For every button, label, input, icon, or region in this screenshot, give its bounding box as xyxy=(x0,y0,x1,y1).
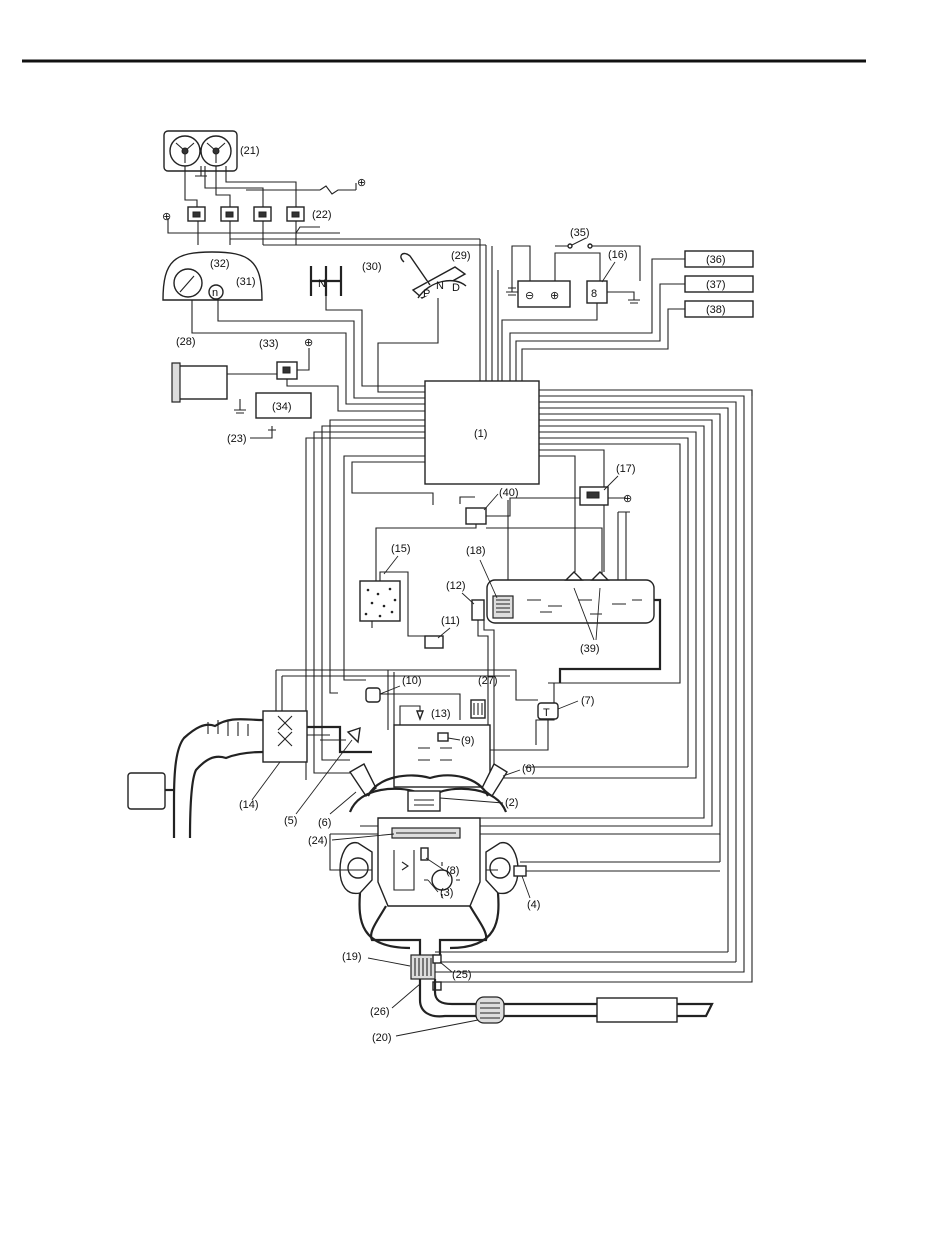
plus-terminal-relay: ⊕ xyxy=(162,211,171,223)
plus-terminal-fan: ⊕ xyxy=(357,177,366,189)
label-38: (38) xyxy=(706,304,726,316)
starter-motor xyxy=(172,363,227,402)
svg-text:D: D xyxy=(452,282,460,294)
svg-text:⊕: ⊕ xyxy=(550,290,559,302)
fuel-filter-12 xyxy=(472,600,484,620)
label-1: (1) xyxy=(474,428,487,440)
air-cleaner xyxy=(263,711,307,762)
purge-valve-11 xyxy=(425,636,443,648)
pump-relay-40 xyxy=(466,508,486,524)
catalyst-rear-20 xyxy=(476,997,504,1023)
svg-text:n: n xyxy=(212,287,218,299)
resonator xyxy=(128,773,165,809)
muffler xyxy=(597,998,677,1022)
manual-shift-pattern: N xyxy=(311,266,341,296)
label-18: (18) xyxy=(466,545,486,557)
label-4: (4) xyxy=(527,899,540,911)
exhaust-manifold xyxy=(371,906,486,955)
svg-text:P: P xyxy=(423,288,430,300)
label-15: (15) xyxy=(391,543,411,555)
fan-relays xyxy=(188,207,304,221)
label-5: (5) xyxy=(284,815,297,827)
iac-valve-10 xyxy=(366,688,380,702)
label-10: (10) xyxy=(402,675,422,687)
label-8: (8) xyxy=(446,865,459,877)
label-7: (7) xyxy=(581,695,594,707)
sensor-9 xyxy=(438,733,448,741)
label-3: (3) xyxy=(440,887,453,899)
label-26: (26) xyxy=(370,1006,390,1018)
label-14: (14) xyxy=(239,799,259,811)
label-21: (21) xyxy=(240,145,260,157)
label-17: (17) xyxy=(616,463,636,475)
label-36: (36) xyxy=(706,254,726,266)
o2-sensor-25 xyxy=(433,955,441,963)
label-34: (34) xyxy=(272,401,292,413)
label-22: (22) xyxy=(312,209,332,221)
svg-text:8: 8 xyxy=(591,288,597,300)
label-24: (24) xyxy=(308,835,328,847)
label-37: (37) xyxy=(706,279,726,291)
label-2: (2) xyxy=(505,797,518,809)
label-12: (12) xyxy=(446,580,466,592)
evap-canister xyxy=(360,581,400,621)
label-40: (40) xyxy=(499,487,519,499)
svg-text:N: N xyxy=(436,280,444,292)
label-31: (31) xyxy=(236,276,256,288)
label-19: (19) xyxy=(342,951,362,963)
label-6-left: (6) xyxy=(318,817,331,829)
battery: ⊖ ⊕ xyxy=(518,281,570,307)
label-9: (9) xyxy=(461,735,474,747)
fuel-pump-18 xyxy=(493,596,513,618)
radiator-fan-assembly xyxy=(164,131,237,171)
svg-text:N: N xyxy=(318,278,326,290)
label-27: (27) xyxy=(478,675,498,687)
plus-terminal-starter: ⊕ xyxy=(304,337,313,349)
label-13: (13) xyxy=(431,708,451,720)
label-30: (30) xyxy=(362,261,382,273)
label-20: (20) xyxy=(372,1032,392,1044)
label-11: (11) xyxy=(441,615,460,627)
label-35: (35) xyxy=(570,227,590,239)
sensor-2 xyxy=(408,791,440,811)
plus-terminal-17: ⊕ xyxy=(623,493,632,505)
label-29: (29) xyxy=(451,250,471,262)
intake-duct xyxy=(174,719,263,838)
label-28: (28) xyxy=(176,336,196,348)
svg-text:T: T xyxy=(543,707,550,719)
label-33: (33) xyxy=(259,338,279,350)
label-39: (39) xyxy=(580,643,600,655)
label-6-right: (6) xyxy=(522,763,535,775)
sensor-4 xyxy=(514,866,526,876)
label-25: (25) xyxy=(452,969,472,981)
label-16: (16) xyxy=(608,249,628,261)
label-23: (23) xyxy=(227,433,247,445)
label-32: (32) xyxy=(210,258,230,270)
svg-text:⊖: ⊖ xyxy=(525,290,534,302)
